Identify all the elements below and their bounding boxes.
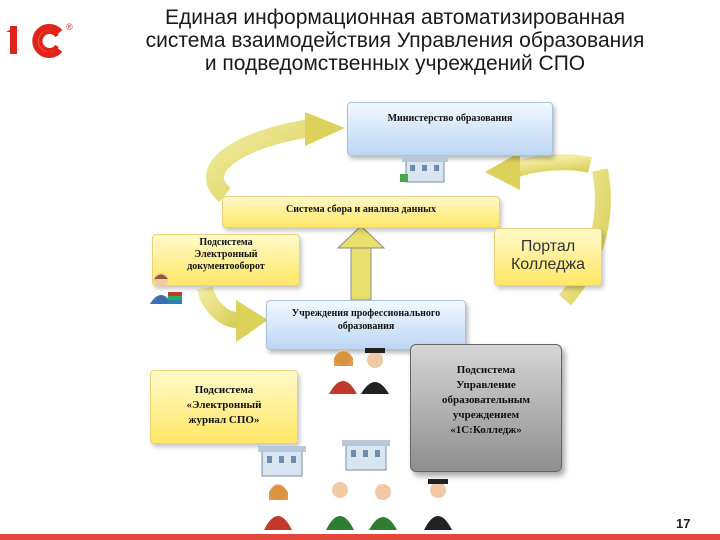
data-system-label: Система сбора и анализа данных [286,204,436,215]
footer-bar [0,534,720,540]
arrow-left-upper [206,119,312,202]
student-female-icon [264,484,292,530]
user-books-icon [150,273,182,304]
edoc-line: документооборот [187,261,265,272]
bottom-illustrations [258,440,452,530]
student-male-icon [326,482,354,530]
journal-line: журнал СПО» [188,414,260,426]
institution-line: Учреждения профессионального [291,308,441,319]
logo-1c: ® [4,20,74,60]
page-number: 17 [676,516,691,531]
title-line: и подведомственных учреждений СПО [204,52,586,75]
building-icon [342,440,390,471]
edoc-line: Электронный [194,249,258,260]
building-icon [400,156,448,183]
institution-box: Учреждения профессионального образования [266,300,466,350]
college-line: Управление [456,379,516,391]
college-subsystem-box: Подсистема Управление образовательным уч… [410,344,562,472]
title-line: Единая информационная автоматизированная [164,6,626,29]
edoc-line: Подсистема [199,237,253,248]
arrow-right-upper [512,154,592,178]
student-female-icon [329,348,389,394]
journal-line: Подсистема [194,384,254,396]
portal-line: Портал [520,238,576,255]
data-system-box: Система сбора и анализа данных [222,196,500,228]
journal-subsystem-box: Подсистема «Электронный журнал СПО» [150,370,298,444]
arrow-right-upper-head [485,152,520,190]
portal-box: Портал Колледжа [494,228,602,286]
arrow-center-head [336,225,386,249]
slide-title: Единая информационная автоматизированная… [95,6,695,75]
portal-line: Колледжа [510,256,586,273]
journal-line: «Электронный [186,399,262,411]
college-line: образовательным [441,394,531,406]
registered-mark: ® [66,22,73,32]
arrow-left-upper-head [305,112,345,146]
college-line: Подсистема [456,364,516,376]
arrow-center-shaft [350,244,372,301]
arrow-left-lower [197,285,242,329]
college-line: «1С:Колледж» [450,424,522,436]
arrow-left-lower-head [236,300,268,342]
institution-line: образования [337,321,395,332]
building-icon [258,446,306,477]
title-line: система взаимодействия Управления образо… [145,29,645,52]
graduate-icon [424,479,452,530]
student-male-icon [369,484,397,530]
college-line: учреждением [452,409,520,421]
ministry-box: Министерство образования [347,102,553,156]
ministry-label: Министерство образования [387,113,513,124]
edoc-subsystem-box: Подсистема Электронный документооборот [152,234,300,286]
